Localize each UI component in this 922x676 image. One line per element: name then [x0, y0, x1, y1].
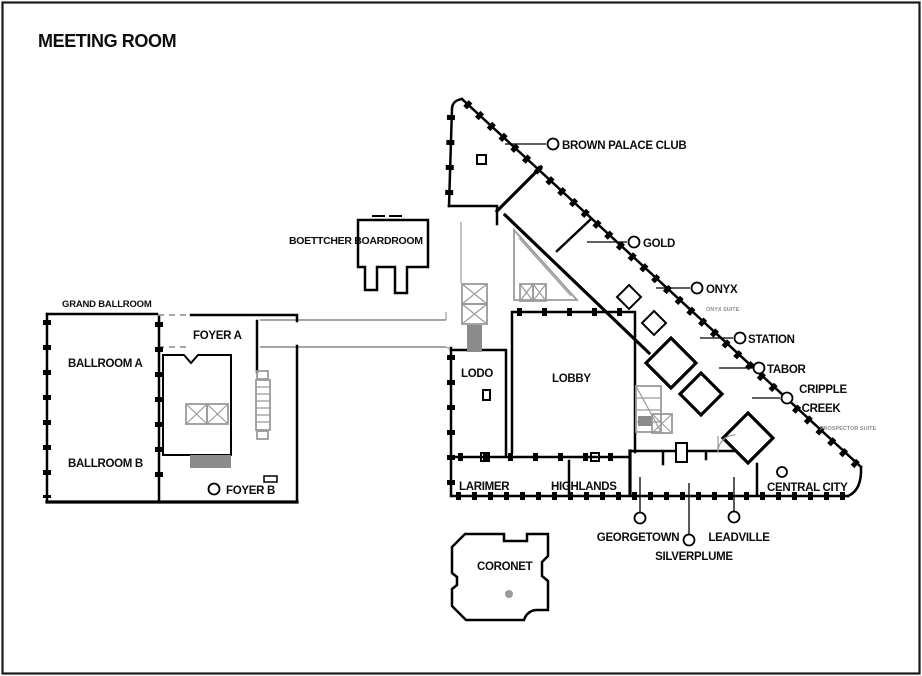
callout-onyx: ONYX: [706, 284, 738, 296]
tabor-room: [677, 370, 725, 418]
wall-club-divider: [494, 164, 544, 214]
service-shaft: [467, 325, 482, 352]
elevator-x-icon: [461, 283, 488, 305]
callout-marker: [776, 466, 788, 478]
label-highlands: HIGHLANDS: [551, 481, 617, 493]
label-boettcher-boardroom: BOETTCHER BOARDROOM: [289, 235, 423, 247]
callout-marker: [727, 510, 741, 524]
label-foyer-b: FOYER B: [226, 485, 275, 497]
elevator-icon: [461, 303, 488, 325]
wall-corner-arc: [846, 465, 863, 498]
boardroom-building: [356, 215, 430, 295]
label-onyx-suite: ONYX SUITE: [706, 307, 740, 313]
stair-triangle-line: [518, 237, 572, 297]
elevator-icon: [651, 413, 673, 434]
callout-marker: [690, 281, 704, 295]
label-grand-ballroom: GRAND BALLROOM: [62, 299, 152, 310]
right-strip-walls: [628, 449, 759, 497]
stairs-icon: [255, 379, 271, 431]
right-strip-door-jamb: [675, 442, 688, 463]
band-door-frame: [480, 452, 490, 462]
callout-leadville: LEADVILLE: [708, 532, 770, 544]
service-bar: [638, 417, 651, 426]
stairs-cap: [256, 370, 269, 380]
door-swing-icon: [717, 434, 736, 453]
label-coronet: CORONET: [477, 561, 533, 573]
coronet-building: [450, 532, 550, 622]
corridor-walls: [260, 319, 446, 348]
label-lobby: LOBBY: [552, 373, 591, 385]
callout-marker: [733, 331, 747, 345]
boardroom-outline: [356, 218, 430, 295]
stairs-treads: [256, 386, 270, 423]
wing-fixture: [263, 475, 278, 483]
callout-cripple: CRIPPLE: [799, 384, 847, 396]
elevator-x-icon: [532, 283, 547, 302]
stairs-cap: [256, 430, 269, 440]
elevator-x-icon: [206, 403, 229, 425]
connecting-corridor: [260, 312, 451, 350]
elevator-x-icon: [185, 403, 208, 425]
foyer-opening-dashed: [158, 314, 191, 348]
wall-left-jog: [447, 204, 499, 226]
lodo-walls: [449, 348, 508, 458]
label-ballroom-a: BALLROOM A: [68, 358, 143, 370]
ballroom-wing: [43, 312, 299, 504]
room-labels: GRAND BALLROOM BALLROOM A BALLROOM B FOY…: [62, 235, 876, 573]
callout-marker: [780, 391, 794, 405]
callout-central-city: CENTRAL CITY: [767, 482, 848, 494]
callouts: BROWN PALACE CLUB GOLD ONYX STATION TABO…: [505, 137, 848, 563]
coronet-outline: [450, 532, 550, 622]
club-column: [476, 154, 487, 165]
cripple-creek-room: [720, 410, 776, 466]
service-core-outline: [162, 354, 232, 456]
callout-tabor: TABOR: [767, 364, 807, 376]
callout-marker: [633, 511, 647, 525]
callout-marker: [682, 533, 696, 547]
coronet-column-dot: [505, 590, 513, 598]
elevator-x-icon: [651, 413, 673, 434]
foyer-b-marker: [207, 482, 221, 496]
callout-marker: [627, 235, 641, 249]
label-prospector-suite: PROSPECTOR SUITE: [820, 426, 876, 432]
label-foyer-a: FOYER A: [193, 330, 242, 342]
lodo-door-jamb: [482, 389, 491, 401]
corridor-end: [445, 312, 451, 350]
promenade-diamond-column: [615, 283, 643, 311]
page-title: MEETING ROOM: [38, 31, 176, 51]
elevator-icon: [206, 403, 229, 425]
elevator-x-icon: [519, 283, 534, 302]
wall-hypotenuse: [460, 97, 863, 469]
callout-creek: CREEK: [802, 403, 842, 415]
callout-station: STATION: [748, 334, 795, 346]
callout-gold: GOLD: [643, 238, 675, 250]
callout-silverplume: SILVERPLUME: [655, 551, 733, 563]
elevator-icon: [532, 283, 547, 302]
wall-promenade: [502, 212, 652, 356]
stairs-treads: [635, 385, 662, 433]
service-block: [190, 455, 231, 468]
callout-marker: [546, 137, 560, 151]
callout-marker: [752, 361, 766, 375]
wall-gold-divider: [555, 217, 593, 253]
callout-georgetown: GEORGETOWN: [597, 532, 679, 544]
lobby-walls: [510, 310, 637, 454]
tower-building: [445, 97, 863, 500]
callout-brown-palace-club: BROWN PALACE CLUB: [562, 140, 686, 152]
label-lodo: LODO: [461, 368, 493, 380]
tower-service-gray: [460, 222, 736, 453]
wing-outer-walls: [45, 312, 299, 504]
label-ballroom-b: BALLROOM B: [68, 458, 143, 470]
elevator-x-icon: [461, 303, 488, 325]
band-door-frame: [590, 452, 600, 462]
stairs-icon: [635, 385, 662, 433]
label-larimer: LARIMER: [459, 481, 510, 493]
promenade-diamond-column: [640, 309, 668, 337]
station-room: [643, 335, 699, 391]
wall-apex: [447, 97, 464, 208]
